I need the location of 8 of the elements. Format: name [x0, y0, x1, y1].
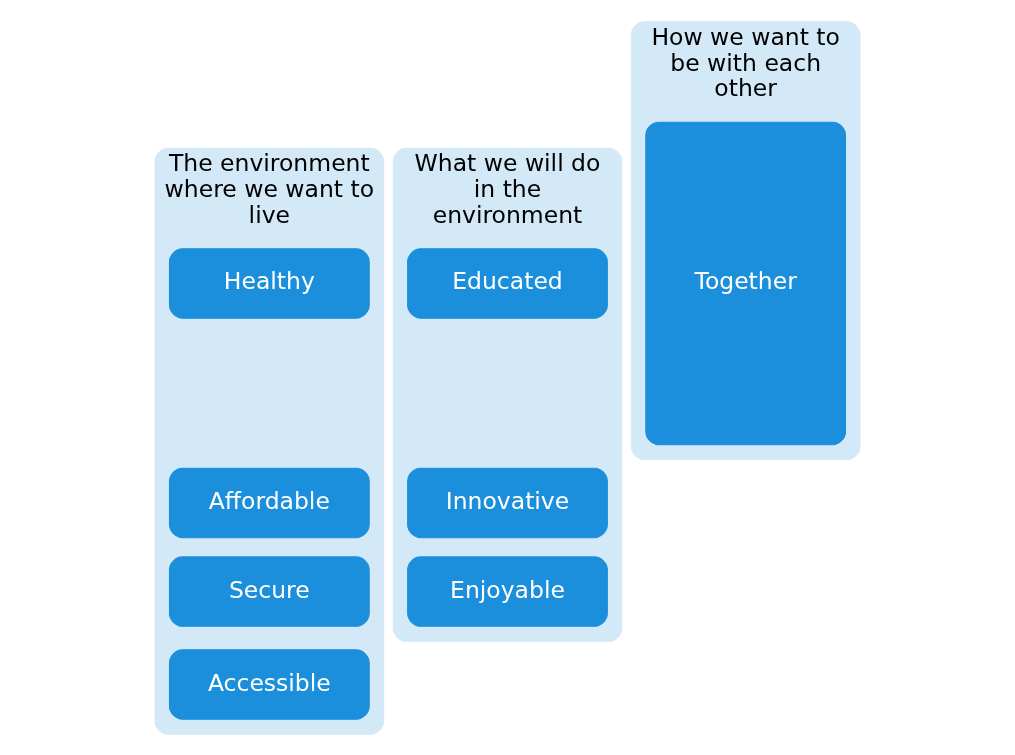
- node-box: Enjoyable: [407, 555, 608, 627]
- node-box: Healthy: [168, 247, 370, 319]
- node-box: Innovative: [407, 467, 608, 538]
- node-box: Together: [645, 121, 847, 445]
- node-box: Affordable: [168, 467, 370, 538]
- node-box: Accessible: [168, 648, 370, 720]
- node-box: Educated: [407, 247, 608, 319]
- node-box: Secure: [168, 555, 370, 627]
